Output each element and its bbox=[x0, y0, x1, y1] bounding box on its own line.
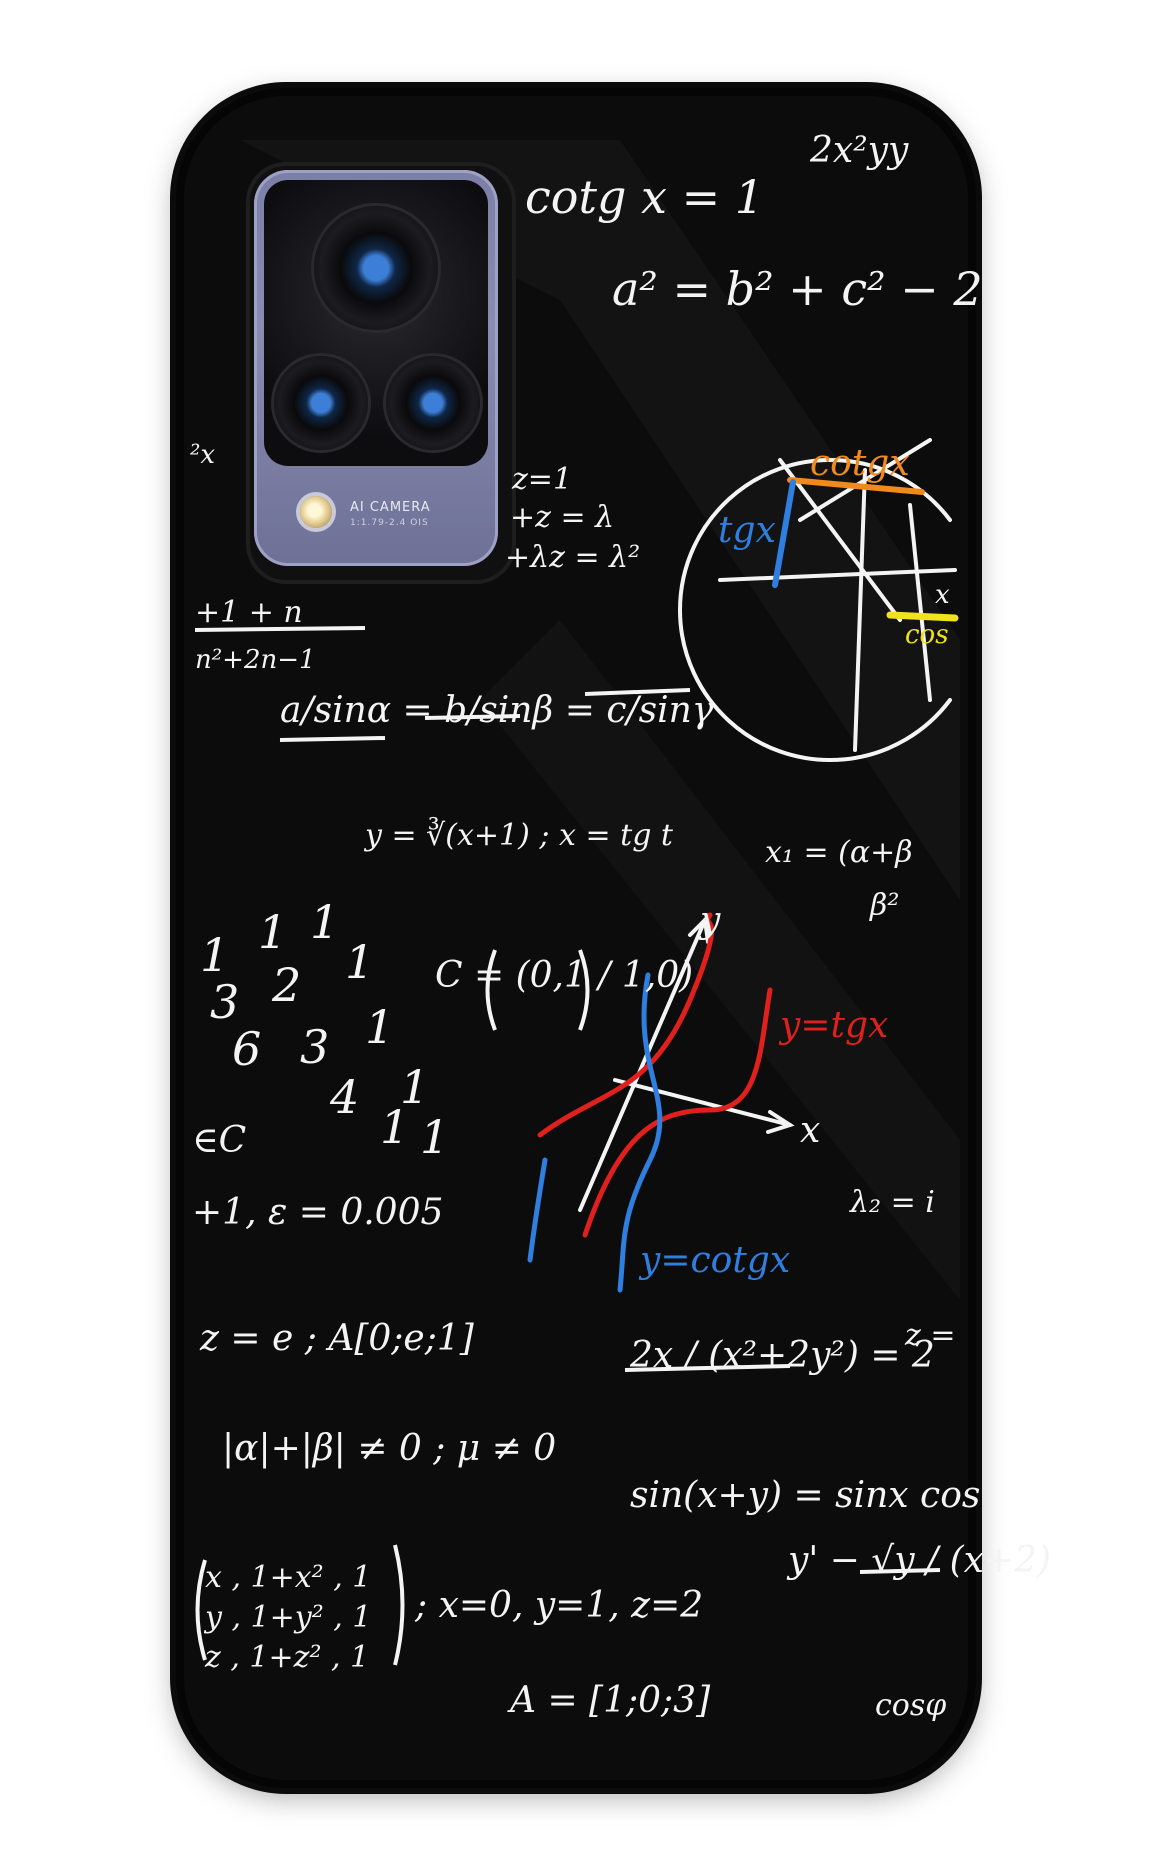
tan-cot-graph bbox=[527, 912, 795, 1293]
eq-beta2: β² bbox=[870, 888, 900, 923]
eq-sin-sum: sin(x+y) = sinx cos bbox=[630, 1475, 981, 1516]
eq-series: +1 + n bbox=[195, 595, 303, 630]
eq-in-c: ∈C bbox=[192, 1120, 247, 1161]
digit-1b: 1 bbox=[310, 895, 340, 949]
eq-epsilon: +1, ε = 0.005 bbox=[192, 1192, 444, 1233]
camera-spec: 1:1.79-2.4 OIS bbox=[350, 518, 429, 528]
eq-cube-root: y = ∛(x+1) ; x = tg t bbox=[365, 818, 673, 853]
digit-1d: 1 bbox=[345, 935, 375, 989]
eq-poly: 2x²yy bbox=[810, 130, 909, 171]
eq-matrix-c: C = (0,1 / 1,0) bbox=[435, 955, 694, 996]
digit-2: 2 bbox=[272, 958, 302, 1012]
camera-label: AI CAMERA bbox=[350, 500, 431, 515]
phone-case bbox=[176, 88, 976, 1788]
eq-series-den: n²+2n−1 bbox=[195, 645, 316, 675]
eq-abs: |α|+|β| ≠ 0 ; μ ≠ 0 bbox=[222, 1428, 557, 1469]
label-cotgx: cotgx bbox=[810, 443, 910, 484]
eq-left-x: ²x bbox=[190, 440, 216, 470]
eq-sine-rule: a/sinα = b/sinβ = c/sinγ bbox=[280, 690, 714, 731]
volume-button bbox=[172, 530, 178, 740]
eq-matrix-row3: z , 1+z² , 1 bbox=[205, 1640, 370, 1675]
flash-icon bbox=[300, 496, 332, 528]
eq-z-e: z = e ; A[0;e;1] bbox=[200, 1318, 474, 1359]
eq-cos-phi: cosφ bbox=[875, 1688, 947, 1723]
eq-deriv: y' − √y / (x+2) bbox=[788, 1540, 1052, 1581]
label-x-mark: x bbox=[935, 580, 950, 610]
digit-6: 6 bbox=[232, 1022, 262, 1076]
eq-z2: +z = λ bbox=[510, 500, 615, 535]
tele-lens bbox=[386, 356, 480, 450]
eq-matrix-row1: x , 1+x² , 1 bbox=[205, 1560, 372, 1595]
digit-3b: 3 bbox=[300, 1020, 330, 1074]
digit-1g: 1 bbox=[380, 1100, 410, 1154]
label-y-tg: y=tgx bbox=[780, 1005, 889, 1046]
digit-3a: 3 bbox=[210, 975, 240, 1029]
digit-1e: 1 bbox=[365, 1000, 395, 1054]
eq-z-right: z = bbox=[905, 1318, 956, 1353]
eq-a-vec: A = [1;0;3] bbox=[510, 1680, 711, 1721]
main-lens bbox=[314, 206, 438, 330]
eq-x1: x₁ = (α+β bbox=[765, 835, 913, 870]
power-button bbox=[172, 812, 178, 922]
eq-cotg: cotg x = 1 bbox=[525, 170, 765, 224]
eq-lambda2: λ₂ = i bbox=[850, 1185, 935, 1220]
eq-z1: z=1 bbox=[512, 462, 573, 497]
label-y-axis: y bbox=[700, 900, 721, 941]
eq-z3: +λz = λ² bbox=[505, 540, 641, 575]
eq-system: ; x=0, y=1, z=2 bbox=[415, 1585, 704, 1626]
label-x-axis: x bbox=[800, 1110, 821, 1151]
unit-circle-diagram bbox=[678, 438, 959, 762]
digit-1c: 1 bbox=[200, 928, 230, 982]
label-y-cotg: y=cotgx bbox=[640, 1240, 791, 1281]
digit-1f: 1 bbox=[400, 1060, 430, 1114]
eq-matrix-row2: y , 1+y² , 1 bbox=[205, 1600, 372, 1635]
eq-pythag: a² = b² + c² − 2 bbox=[612, 262, 983, 316]
digit-1a: 1 bbox=[258, 905, 288, 959]
eq-frac-2x: 2x / (x²+2y²) = 2 bbox=[630, 1335, 935, 1376]
label-tgx: tgx bbox=[718, 510, 776, 551]
digit-1h: 1 bbox=[420, 1110, 450, 1164]
digit-4: 4 bbox=[330, 1070, 360, 1124]
wide-lens bbox=[274, 356, 368, 450]
label-cos: cos bbox=[905, 620, 949, 650]
